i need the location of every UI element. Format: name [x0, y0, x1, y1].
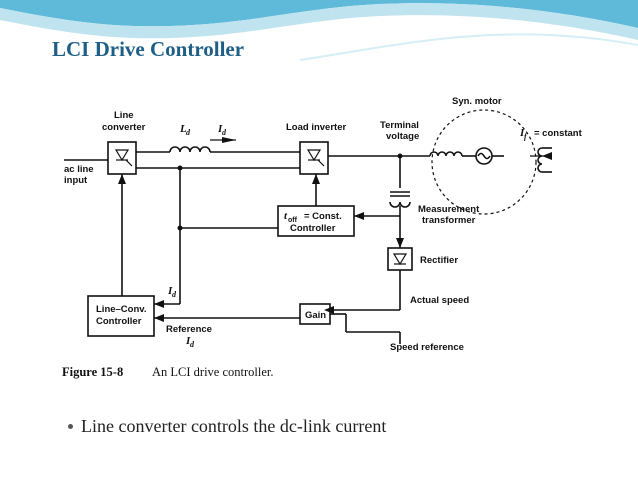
label-id-top: I	[217, 123, 223, 135]
label-toff-controller: Controller	[290, 223, 336, 234]
wave-line	[299, 33, 638, 61]
header-wave-decoration	[0, 0, 638, 61]
label-id-mid-sub: d	[172, 290, 177, 299]
label-id-mid: I	[167, 285, 173, 297]
measurement-transformer-coil	[389, 201, 411, 208]
inductor-ld	[169, 146, 211, 153]
label-ld-sub: d	[186, 128, 191, 137]
label-id-top-sub: d	[222, 128, 227, 137]
synchronous-motor-circle	[431, 109, 537, 215]
label-speed-reference: Speed reference	[390, 342, 464, 353]
label-load-inverter: Load inverter	[286, 122, 346, 133]
slide-title: LCI Drive Controller	[52, 37, 245, 61]
label-if: I	[519, 127, 525, 139]
lci-diagram: ac line input Line converter L d I d Loa…	[62, 96, 583, 379]
bullet-text: Line converter controls the dc-link curr…	[81, 416, 387, 436]
line-converter-box	[107, 141, 137, 175]
label-ac-line: ac line	[64, 164, 94, 175]
label-line: Line	[114, 110, 134, 121]
label-terminal: Terminal	[380, 120, 419, 131]
label-transformer: transformer	[422, 215, 476, 226]
label-controller: Controller	[96, 316, 142, 327]
junction-dots	[177, 153, 403, 231]
label-id-ref-sub: d	[190, 340, 195, 349]
label-syn-motor: Syn. motor	[452, 96, 502, 107]
figure-caption-number: Figure 15-8	[62, 365, 123, 379]
lci-diagram-figure: ac line input Line converter L d I d Loa…	[52, 88, 600, 384]
load-inverter-box	[299, 141, 329, 175]
thyristor-symbols	[114, 149, 408, 266]
label-voltage: voltage	[386, 131, 419, 142]
label-if-value: = constant	[534, 128, 583, 139]
label-id-ref: I	[185, 335, 191, 347]
label-actual-speed: Actual speed	[410, 295, 469, 306]
label-input: input	[64, 175, 88, 186]
label-ld: L	[179, 123, 187, 135]
line-conv-controller-box	[87, 295, 155, 337]
wave-light	[0, 3, 638, 41]
motor-stator-coil	[429, 151, 463, 157]
bullet-dot	[68, 423, 73, 429]
rectifier-box	[387, 247, 413, 271]
label-toff-sub: off	[288, 217, 298, 224]
figure-caption-text: An LCI drive controller.	[152, 365, 274, 379]
label-if-sub: f	[524, 132, 528, 141]
label-reference: Reference	[166, 324, 212, 335]
bullet-item: Line converter controls the dc-link curr…	[68, 416, 386, 437]
label-rectifier: Rectifier	[420, 255, 458, 266]
label-gain: Gain	[305, 310, 326, 321]
label-toff-t: t	[284, 210, 288, 222]
label-measurement: Measurement	[418, 204, 480, 215]
label-line-conv: Line–Conv.	[96, 304, 147, 315]
field-coil	[537, 147, 543, 173]
wave-dark	[0, 0, 638, 28]
label-toff-const: = Const.	[304, 211, 342, 222]
label-converter: converter	[102, 122, 146, 133]
